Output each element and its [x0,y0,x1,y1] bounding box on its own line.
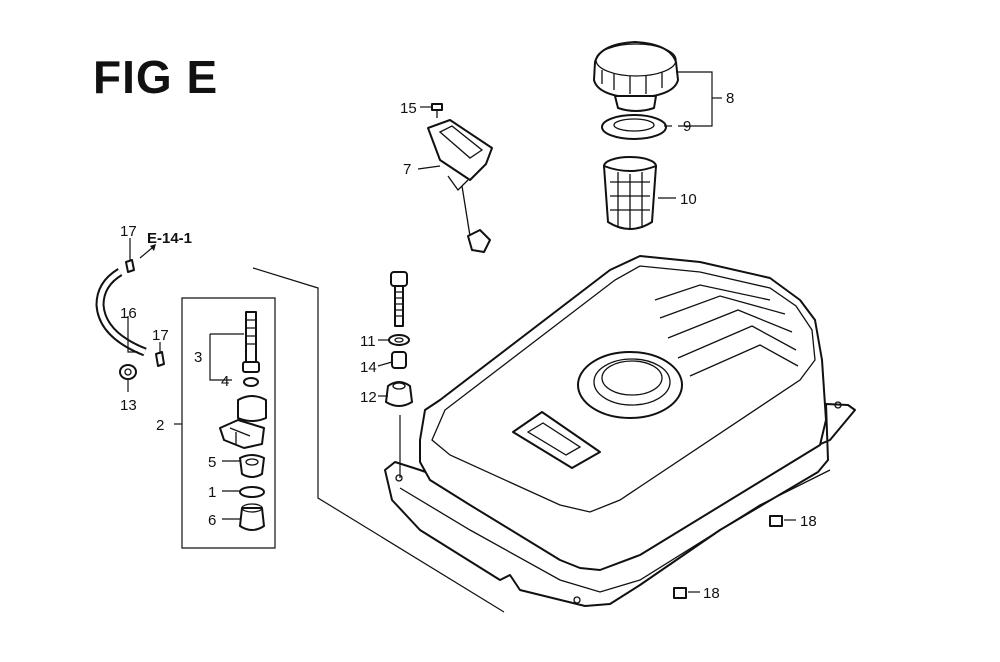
callout-14: 14 [360,359,377,376]
callout-6: 6 [208,512,216,529]
callout-8: 8 [726,90,734,107]
callout-2: 2 [156,417,164,434]
figure-title: FIG E [93,51,219,103]
fuel-valve [219,395,267,449]
fuel-cap-gasket [601,114,667,140]
reference-label: E-14-1 [147,230,192,247]
reference-arrow [139,247,153,259]
callout-11: 11 [360,333,376,350]
callout-3: 3 [194,349,202,366]
callout-10: 10 [680,191,697,208]
callout-18-upper: 18 [800,513,817,530]
mount-washer [388,334,410,346]
tube-clip-upper [125,259,135,273]
callout-17-upper: 17 [120,223,137,240]
strainer-filter [239,454,265,478]
strainer-oring-small [243,377,259,387]
strainer-oring [239,486,265,498]
callout-4: 4 [221,373,229,390]
tank-bolt-18a [769,515,783,527]
lead-14 [377,361,393,367]
strainer-cup [239,503,265,531]
tube-clip-lower [155,351,165,367]
callout-17-lower: 17 [152,327,169,344]
gauge-screw [431,103,443,118]
callout-9: 9 [683,118,691,135]
cap-bracket [676,71,713,127]
callout-1: 1 [208,484,216,501]
mount-collar [391,351,407,369]
fuel-cap [593,41,679,112]
tank-group-lead [252,267,505,613]
fuel-tank [384,255,856,607]
mount-bolt [390,271,408,327]
strainer-group-bracket [174,297,276,549]
tube-nut [119,364,137,380]
strainer-bolt [242,311,260,373]
callout-15: 15 [400,100,417,117]
reference-arrow-head [150,244,156,251]
tank-bolt-18b [673,587,687,599]
callout-7: 7 [403,161,411,178]
lead-16 [127,316,138,353]
callout-16: 16 [120,305,137,322]
fuel-gauge [427,119,493,253]
callout-5: 5 [208,454,216,471]
callout-13: 13 [120,397,137,414]
lead-7 [417,165,441,170]
fuel-filter [603,156,657,230]
callout-12: 12 [360,389,377,406]
fuel-tube [95,268,147,357]
bolt-group-bracket [209,333,244,381]
mount-rubber [385,381,413,407]
callout-18-lower: 18 [703,585,720,602]
